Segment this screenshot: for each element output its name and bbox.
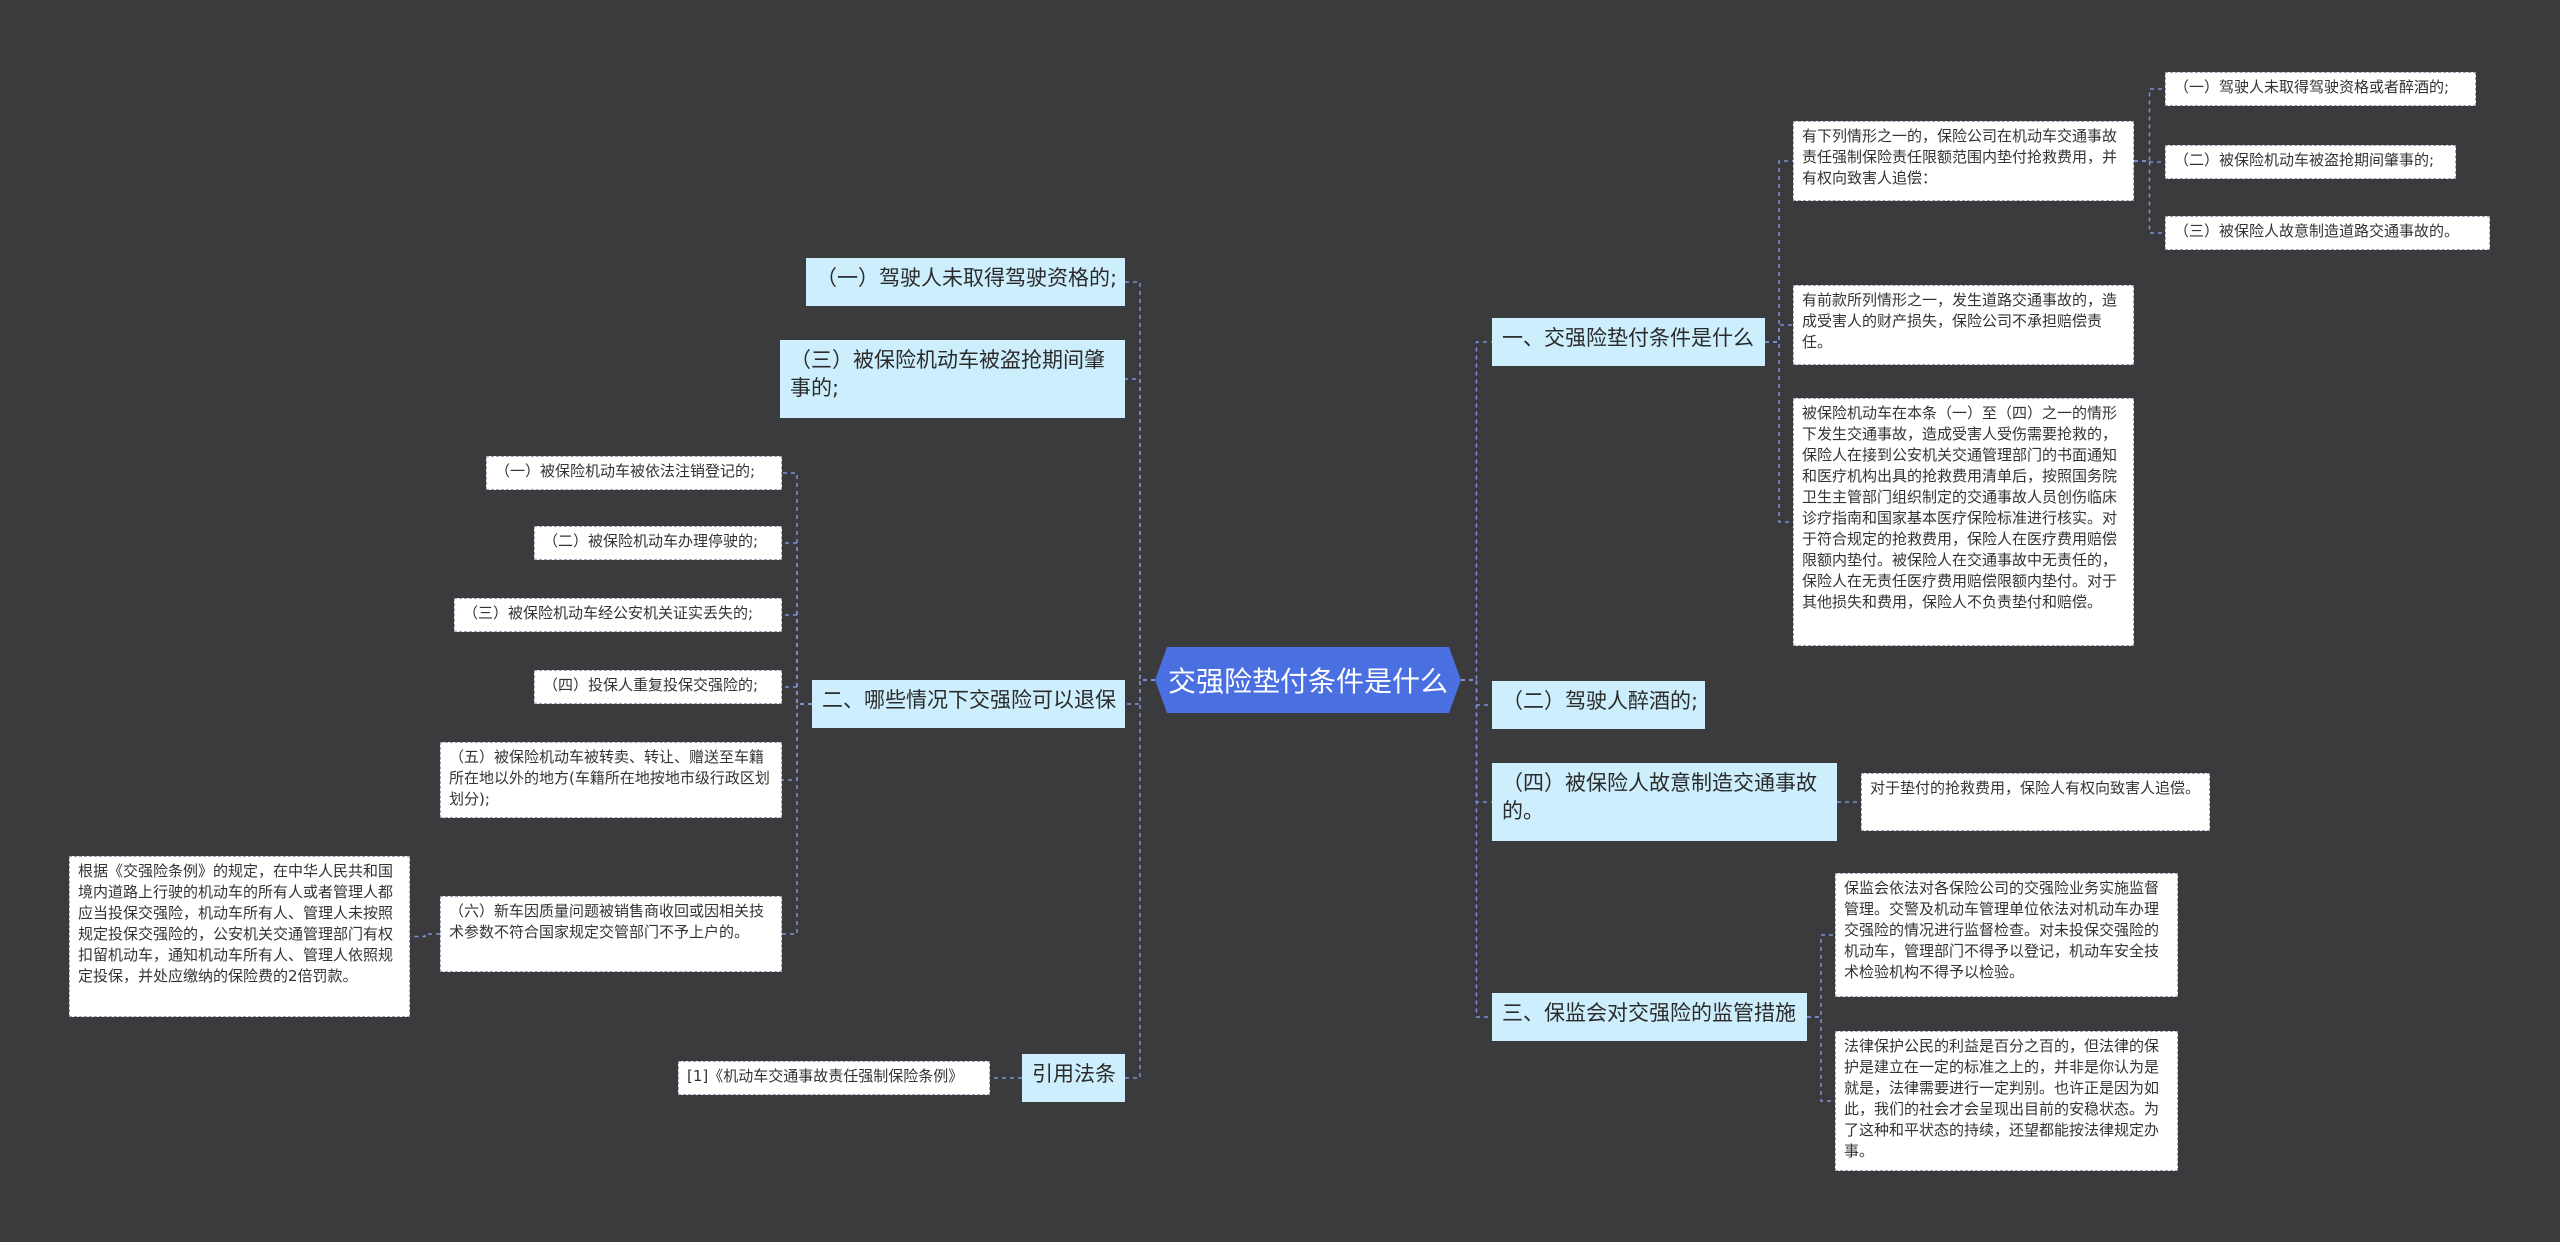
topic-surrender-label: 二、哪些情况下交强险可以退保 — [822, 688, 1116, 712]
surrender-item-1-text: （一）被保险机动车被依法注销登记的; — [495, 462, 756, 480]
connector-a3-n-a3-i5 — [782, 703, 812, 781]
conditions-note-medical-text: 被保险机动车在本条（一）至（四）之一的情形下发生交通事故，造成受害人受伤需要抢救… — [1802, 404, 2118, 611]
connector-a3-n-a3-i6 — [782, 703, 812, 935]
conditions-intro[interactable]: 有下列情形之一的，保险公司在机动车交通事故责任强制保险责任限额范围内垫付抢救费用… — [1793, 121, 2134, 201]
legal-reference-1[interactable]: [1]《机动车交通事故责任强制保险条例》 — [678, 1061, 990, 1095]
topic-stolen-vehicle-label: （三）被保险机动车被盗抢期间肇事的; — [790, 348, 1105, 400]
surrender-item-5[interactable]: （五）被保险机动车被转卖、转让、赠送至车籍所在地以外的地方(车籍所在地按地市级行… — [440, 742, 782, 818]
surrender-item-5-text: （五）被保险机动车被转卖、转让、赠送至车籍所在地以外的地方(车籍所在地按地市级行… — [449, 748, 770, 808]
legal-reference-1-text: [1]《机动车交通事故责任强制保险条例》 — [687, 1067, 964, 1085]
topic-drunk-driver[interactable]: （二）驾驶人醉酒的; — [1492, 681, 1705, 729]
conditions-intro-text: 有下列情形之一的，保险公司在机动车交通事故责任强制保险责任限额范围内垫付抢救费用… — [1802, 127, 2118, 187]
condition-case-3[interactable]: （三）被保险人故意制造道路交通事故的。 — [2165, 216, 2490, 250]
topic-supervision-label: 三、保监会对交强险的监管措施 — [1502, 1001, 1796, 1025]
supervision-note-1[interactable]: 保监会依法对各保险公司的交强险业务实施监督管理。交警及机动车管理单位依法对机动车… — [1835, 873, 2178, 997]
condition-case-1-text: （一）驾驶人未取得驾驶资格或者醉酒的; — [2174, 78, 2450, 96]
topic-stolen-vehicle[interactable]: （三）被保险机动车被盗抢期间肇事的; — [780, 340, 1125, 418]
condition-case-3-text: （三）被保险人故意制造道路交通事故的。 — [2174, 222, 2460, 240]
connector-root-n-b1 — [1461, 341, 1492, 681]
surrender-detail[interactable]: 根据《交强险条例》的规定，在中华人民共和国境内道路上行驶的机动车的所有人或者管理… — [69, 856, 410, 1017]
supervision-note-2-text: 法律保护公民的利益是百分之百的，但法律的保护是建立在一定的标准之上的，并非是你认… — [1844, 1037, 2160, 1160]
connector-b1-n-b1-n1 — [1765, 324, 1793, 343]
condition-case-2[interactable]: （二）被保险机动车被盗抢期间肇事的; — [2165, 145, 2456, 179]
connector-root-n-a4 — [1125, 679, 1155, 1079]
surrender-item-1[interactable]: （一）被保险机动车被依法注销登记的; — [486, 456, 782, 490]
connector-intro-n-b1-c3 — [2134, 160, 2165, 234]
connector-intro-n-b1-c1 — [2134, 88, 2165, 162]
topic-drunk-driver-label: （二）驾驶人醉酒的; — [1502, 689, 1699, 713]
connector-a3-n-a3-i4 — [782, 686, 812, 705]
supervision-note-2[interactable]: 法律保护公民的利益是百分之百的，但法律的保护是建立在一定的标准之上的，并非是你认… — [1835, 1031, 2178, 1171]
topic-no-license[interactable]: （一）驾驶人未取得驾驶资格的; — [806, 258, 1125, 306]
conditions-note-property-text: 有前款所列情形之一，发生道路交通事故的，造成受害人的财产损失，保险公司不承担赔偿… — [1802, 291, 2118, 351]
surrender-item-3[interactable]: （三）被保险机动车经公安机关证实丢失的; — [454, 598, 782, 632]
topic-supervision[interactable]: 三、保监会对交强险的监管措施 — [1492, 993, 1807, 1041]
surrender-item-6[interactable]: （六）新车因质量问题被销售商收回或因相关技术参数不符合国家规定交管部门不予上户的… — [440, 896, 782, 972]
root-topic[interactable]: 交强险垫付条件是什么 — [1155, 647, 1461, 713]
topic-surrender[interactable]: 二、哪些情况下交强险可以退保 — [812, 680, 1125, 728]
intentional-accident-note[interactable]: 对于垫付的抢救费用，保险人有权向致害人追偿。 — [1861, 773, 2210, 831]
surrender-item-6-text: （六）新车因质量问题被销售商收回或因相关技术参数不符合国家规定交管部门不予上户的… — [449, 902, 765, 941]
surrender-detail-text: 根据《交强险条例》的规定，在中华人民共和国境内道路上行驶的机动车的所有人或者管理… — [78, 862, 394, 985]
surrender-item-4[interactable]: （四）投保人重复投保交强险的; — [534, 670, 782, 704]
connector-root-n-b3 — [1461, 679, 1492, 803]
connector-root-n-a2 — [1125, 378, 1155, 681]
connector-b1-n-b1-n2 — [1765, 341, 1793, 523]
topic-legal-references-label: 引用法条 — [1032, 1062, 1116, 1086]
connector-b4-n-b4-n1 — [1807, 934, 1835, 1018]
intentional-accident-note-text: 对于垫付的抢救费用，保险人有权向致害人追偿。 — [1870, 779, 2201, 797]
connector-root-n-b4 — [1461, 679, 1492, 1018]
surrender-item-4-text: （四）投保人重复投保交强险的; — [543, 676, 759, 694]
condition-case-1[interactable]: （一）驾驶人未取得驾驶资格或者醉酒的; — [2165, 72, 2476, 106]
topic-conditions-label: 一、交强险垫付条件是什么 — [1502, 326, 1754, 350]
topic-intentional-accident[interactable]: （四）被保险人故意制造交通事故的。 — [1492, 763, 1837, 841]
connector-b1-n-b1-intro — [1765, 160, 1793, 343]
topic-intentional-accident-label: （四）被保险人故意制造交通事故的。 — [1502, 771, 1817, 823]
topic-no-license-label: （一）驾驶人未取得驾驶资格的; — [816, 266, 1118, 290]
surrender-item-3-text: （三）被保险机动车经公安机关证实丢失的; — [463, 604, 754, 622]
connector-b4-n-b4-n2 — [1807, 1016, 1835, 1102]
connector-a3-n-a3-i3 — [782, 614, 812, 705]
topic-conditions[interactable]: 一、交强险垫付条件是什么 — [1492, 318, 1765, 366]
root-topic-label: 交强险垫付条件是什么 — [1167, 665, 1448, 698]
connector-item6-detail — [410, 933, 440, 938]
surrender-item-2-text: （二）被保险机动车办理停驶的; — [543, 532, 759, 550]
supervision-note-1-text: 保监会依法对各保险公司的交强险业务实施监督管理。交警及机动车管理单位依法对机动车… — [1844, 879, 2160, 981]
topic-legal-references[interactable]: 引用法条 — [1022, 1054, 1125, 1102]
conditions-note-medical[interactable]: 被保险机动车在本条（一）至（四）之一的情形下发生交通事故，造成受害人受伤需要抢救… — [1793, 398, 2134, 646]
surrender-item-2[interactable]: （二）被保险机动车办理停驶的; — [534, 526, 782, 560]
condition-case-2-text: （二）被保险机动车被盗抢期间肇事的; — [2174, 151, 2435, 169]
conditions-note-property[interactable]: 有前款所列情形之一，发生道路交通事故的，造成受害人的财产损失，保险公司不承担赔偿… — [1793, 285, 2134, 365]
connector-a3-n-a3-i2 — [782, 542, 812, 705]
